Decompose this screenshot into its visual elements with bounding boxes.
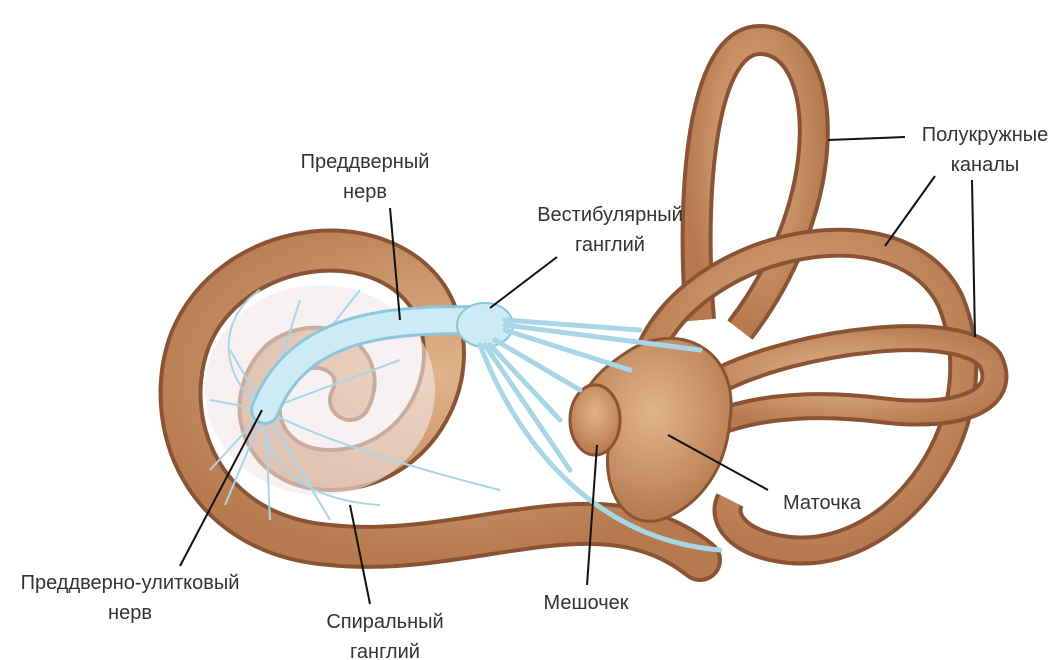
label-vestibular-nerve: Преддверный нерв: [301, 147, 430, 207]
leader-vestibular-ganglion: [489, 256, 558, 309]
label-line: Маточка: [783, 492, 861, 514]
leader-saccule: [586, 444, 598, 586]
leader-canals-2: [884, 175, 936, 247]
label-line: ганглий: [350, 641, 420, 660]
label-vestibular-ganglion: Вестибулярный ганглий: [537, 200, 683, 260]
label-semicircular-canals: Полукружные каналы: [922, 120, 1049, 180]
label-line: Полукружные: [921, 124, 1049, 146]
label-line: ганглий: [575, 234, 645, 256]
leader-lines: [179, 136, 976, 605]
label-line: нерв: [108, 602, 152, 624]
label-line: Преддверно-улитковый: [20, 572, 240, 594]
leader-canals-3: [971, 179, 976, 338]
label-line: каналы: [950, 154, 1020, 176]
label-spiral-ganglion: Спиральный ганглий: [326, 607, 443, 660]
leader-spiral-ganglion: [349, 504, 371, 605]
label-utricle: Маточка: [783, 488, 861, 518]
leader-vestibular-nerve: [389, 207, 401, 321]
vestibule: [568, 336, 733, 523]
vestibulocochlear-nerve: [250, 302, 723, 553]
label-line: Преддверный: [300, 151, 430, 173]
label-line: Мешочек: [543, 592, 629, 614]
label-line: нерв: [343, 181, 387, 203]
label-line: Вестибулярный: [537, 204, 683, 226]
label-vestibulocochlear-nerve: Преддверно-улитковый нерв: [21, 568, 240, 628]
leader-vestibulocochlear-nerve: [179, 409, 263, 567]
semicircular-canals: [636, 23, 1009, 566]
label-saccule: Мешочек: [543, 588, 628, 618]
leader-utricle: [667, 434, 769, 491]
label-line: Спиральный: [326, 611, 444, 633]
leader-canals-1: [827, 136, 906, 141]
